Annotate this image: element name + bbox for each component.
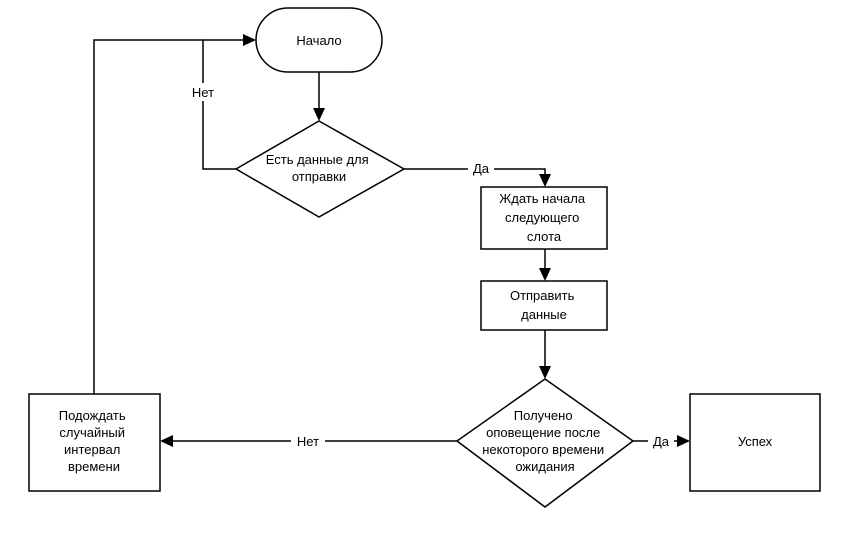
edge-decision-no-loop: [202, 39, 245, 170]
decision-has-data: Есть данные для отправки: [234, 120, 406, 218]
process-random-wait: Подождать случайный интервал времени: [28, 393, 161, 492]
edge-random-wait-to-start: [93, 39, 203, 394]
edge-label-no: Нет: [192, 85, 214, 100]
start-node: Начало: [255, 7, 383, 73]
arrowhead-down-icon: [539, 268, 551, 281]
arrowhead-left-icon: [160, 435, 173, 447]
arrowhead-down-icon: [539, 174, 551, 187]
edge-label-yes: Да: [653, 434, 670, 449]
process-success: Успех: [689, 393, 821, 492]
node-label: Начало: [296, 33, 341, 48]
edge-labels: Нет Да Нет Да: [187, 83, 674, 450]
node-label: Отправить данные: [510, 288, 578, 322]
process-wait-slot: Ждать начала следующего слота: [480, 186, 608, 250]
arrowhead-right-icon: [243, 34, 256, 46]
decision-notified: Получено оповещение после некоторого вре…: [455, 378, 635, 508]
arrowhead-down-icon: [313, 108, 325, 121]
arrowhead-down-icon: [539, 366, 551, 379]
node-label: Ждать начала следующего слота: [499, 191, 588, 244]
node-label: Подождать случайный интервал времени: [59, 408, 130, 474]
arrowheads: [160, 34, 690, 447]
edge-label-yes: Да: [473, 161, 490, 176]
node-label: Успех: [738, 434, 773, 449]
node-label: Есть данные для отправки: [266, 152, 373, 184]
arrowhead-right-icon: [677, 435, 690, 447]
edge-label-no: Нет: [297, 434, 319, 449]
process-send-data: Отправить данные: [480, 280, 608, 331]
node-label: Получено оповещение после некоторого вре…: [482, 408, 608, 474]
